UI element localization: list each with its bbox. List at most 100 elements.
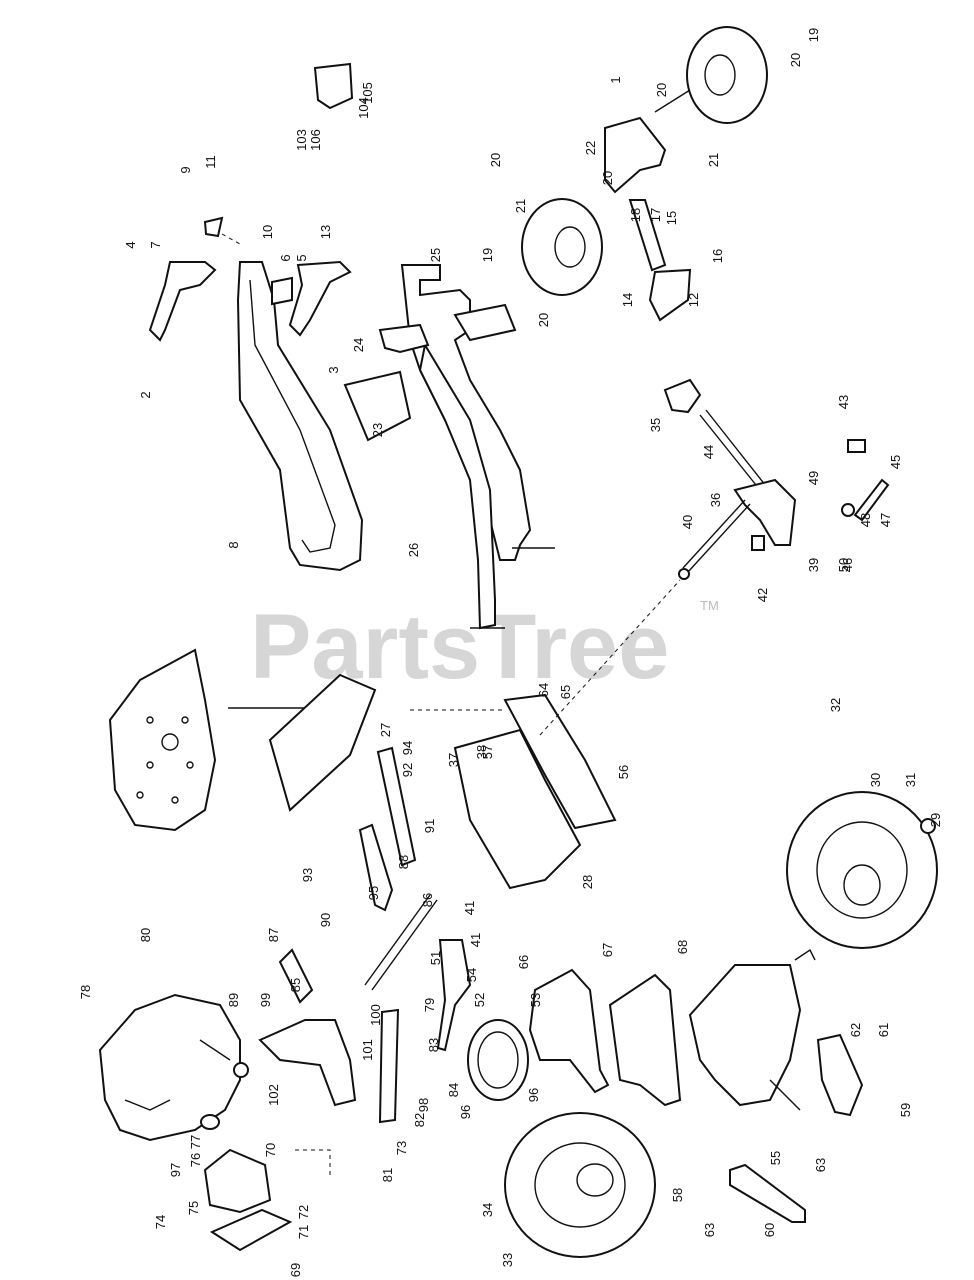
callout-25: 25 <box>428 248 443 262</box>
callout-83: 83 <box>426 1038 441 1052</box>
callout-12: 12 <box>686 293 701 307</box>
part-92-rod <box>364 894 431 986</box>
callout-21: 21 <box>706 153 721 167</box>
callout-63: 63 <box>813 1158 828 1172</box>
callout-52: 52 <box>472 993 487 1007</box>
callout-53: 53 <box>528 993 543 1007</box>
part-shift-lever <box>663 378 797 573</box>
part-44 <box>678 568 690 580</box>
callout-109: 109 <box>0 0 3 11</box>
callout-51: 51 <box>428 951 443 965</box>
callout-3: 3 <box>326 366 341 373</box>
part-92-rod-b <box>371 899 438 991</box>
part-107-nut <box>233 1062 249 1078</box>
part-73-plate <box>608 973 682 1107</box>
part-26-plate <box>343 370 412 442</box>
callout-70: 70 <box>263 1143 278 1157</box>
callout-98: 98 <box>416 1098 431 1112</box>
callout-100: 100 <box>368 1004 383 1026</box>
callout-66: 66 <box>516 955 531 969</box>
callout-23: 23 <box>370 423 385 437</box>
callout-80: 80 <box>138 928 153 942</box>
callout-20: 20 <box>536 313 551 327</box>
callout-20: 20 <box>788 53 803 67</box>
callout-37: 37 <box>446 753 461 767</box>
part-47 <box>751 535 765 551</box>
callout-40: 40 <box>680 515 695 529</box>
callout-34: 34 <box>480 1203 495 1217</box>
part-69-plate <box>816 1033 864 1117</box>
part-6-plate <box>271 276 293 306</box>
callout-101: 101 <box>360 1039 375 1061</box>
callout-90: 90 <box>318 913 333 927</box>
callout-36: 36 <box>708 493 723 507</box>
callout-18: 18 <box>628 208 643 222</box>
part-48 <box>847 439 866 453</box>
part-72-plate <box>528 968 610 1094</box>
callout-46: 46 <box>840 558 855 572</box>
callout-49: 49 <box>806 471 821 485</box>
part-93-link <box>278 948 314 1004</box>
part-22-fork <box>604 116 667 194</box>
part-7-bracket <box>148 261 217 342</box>
callout-81: 81 <box>380 1168 395 1182</box>
callout-88: 88 <box>396 855 411 869</box>
part-56 <box>841 503 855 517</box>
part-32-plate <box>268 673 377 812</box>
part-21-wheel-right <box>686 26 768 124</box>
callout-41: 41 <box>462 901 477 915</box>
callout-60: 60 <box>762 1223 777 1237</box>
callout-108: 108 <box>0 0 3 11</box>
part-105-plate <box>258 1019 357 1107</box>
callout-99: 99 <box>258 993 273 1007</box>
callout-102: 102 <box>266 1084 281 1106</box>
callout-32: 32 <box>828 698 843 712</box>
callout-5: 5 <box>294 254 309 261</box>
callout-95: 95 <box>366 886 381 900</box>
part-28-shroud <box>108 648 217 832</box>
callout-6: 6 <box>278 254 293 261</box>
callout-labels: 1234567891011121314151617181919202020202… <box>0 0 943 1277</box>
callout-58: 58 <box>670 1188 685 1202</box>
callout-42: 42 <box>755 588 770 602</box>
callout-93: 93 <box>300 868 315 882</box>
callout-30: 30 <box>868 773 883 787</box>
callout-78: 78 <box>78 985 93 999</box>
callout-33: 33 <box>500 1253 515 1267</box>
callout-105: 105 <box>360 82 375 104</box>
callout-39: 39 <box>806 558 821 572</box>
callout-94: 94 <box>400 741 415 755</box>
part-36 <box>920 818 936 834</box>
callout-29: 29 <box>928 813 943 827</box>
callout-96: 96 <box>458 1105 473 1119</box>
callout-84: 84 <box>446 1083 461 1097</box>
part-13-bracket <box>288 260 352 337</box>
callout-4: 4 <box>123 241 138 248</box>
callout-9: 9 <box>178 166 193 173</box>
callout-62: 62 <box>848 1023 863 1037</box>
callout-86: 86 <box>420 893 435 907</box>
callout-19: 19 <box>480 248 495 262</box>
callout-41: 41 <box>468 933 483 947</box>
callout-28: 28 <box>580 875 595 889</box>
ref-line-shifter <box>539 579 681 736</box>
callout-82: 82 <box>412 1113 427 1127</box>
callout-15: 15 <box>664 211 679 225</box>
watermark: PartsTree <box>250 596 669 698</box>
part-24-clamp <box>378 323 430 354</box>
part-83-washer <box>200 1114 220 1130</box>
part-37-rear-wheel <box>786 791 938 949</box>
part-9-clip <box>203 216 224 238</box>
part-25-seat-support <box>453 303 517 342</box>
callout-10: 10 <box>260 225 275 239</box>
part-84-engine <box>98 993 241 1142</box>
callout-1: 1 <box>608 76 623 83</box>
part-63-deck <box>453 728 582 890</box>
callout-67: 67 <box>600 943 615 957</box>
callout-106: 106 <box>308 129 323 151</box>
callout-14: 14 <box>620 293 635 307</box>
callout-57: 57 <box>480 745 495 759</box>
callout-13: 13 <box>318 225 333 239</box>
part-handle-frame <box>236 261 364 572</box>
